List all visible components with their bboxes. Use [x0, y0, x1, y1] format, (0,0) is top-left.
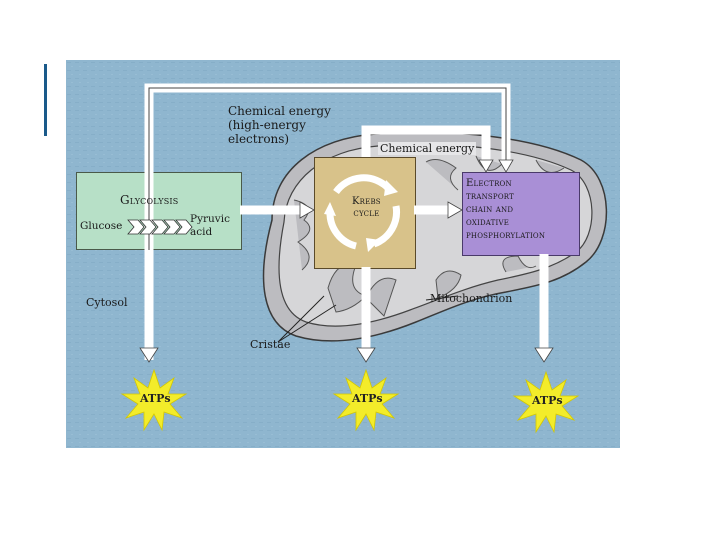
atp-label-2: ATPs — [352, 392, 383, 405]
arrowhead-inner — [478, 159, 494, 173]
atp-burst-3 — [512, 370, 580, 434]
arrow-krebs-to-etc — [447, 201, 463, 219]
arrow-down-atp-2 — [356, 347, 376, 363]
arrow-down-atp-3 — [534, 347, 554, 363]
atp-burst-2 — [332, 368, 400, 432]
krebs-cycle-label: Krebs cycle — [352, 196, 381, 219]
arrowhead-top — [498, 159, 514, 173]
atp-label-1: ATPs — [140, 392, 171, 405]
glycolysis-chevrons — [127, 219, 193, 235]
cristae-pointer-2 — [277, 304, 337, 343]
mitochondrion-pointer — [425, 295, 459, 301]
atp-label-3: ATPs — [532, 394, 563, 407]
diagram-graphics — [120, 83, 580, 434]
glucose-label: Glucose — [80, 220, 123, 232]
glycolysis-box — [76, 172, 242, 250]
chemical-energy-top-label: Chemical energy (high-energy electrons) — [228, 104, 331, 146]
krebs-cycle-arrows — [324, 174, 401, 252]
arrow-chemical-energy-inner — [361, 125, 491, 162]
chemical-energy-inner-label: Chemical energy — [378, 142, 477, 155]
atp-burst-1 — [120, 368, 188, 432]
glycolysis-title: Glycolysis — [120, 193, 179, 207]
slide-accent-bar — [44, 64, 47, 136]
etc-label: Electron transport chain and oxidative p… — [466, 178, 546, 241]
arrow-glycolysis-to-krebs — [299, 201, 315, 219]
cristae-label: Cristae — [250, 338, 291, 351]
cellular-respiration-diagram: Chemical energy (high-energy electrons) … — [66, 60, 620, 448]
arrow-down-atp-1 — [139, 347, 159, 363]
etc-box — [462, 172, 580, 256]
cristae-pointer-1 — [277, 295, 325, 343]
mitochondrion-label: Mitochondrion — [430, 292, 513, 305]
cytosol-label: Cytosol — [86, 296, 128, 309]
pyruvic-acid-label: Pyruvic acid — [190, 213, 230, 238]
